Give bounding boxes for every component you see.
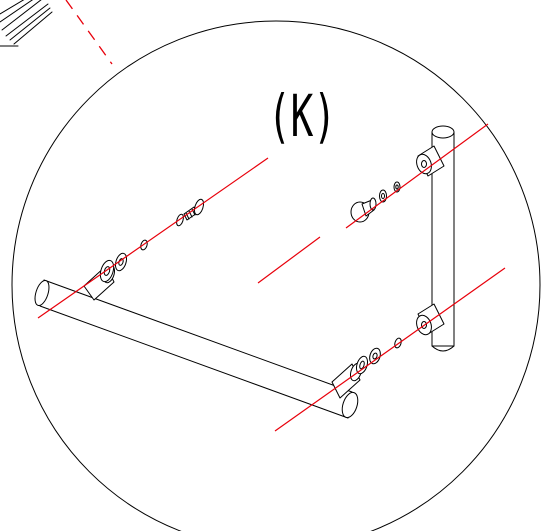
fastener-set-right-upper [350, 181, 401, 223]
detail-leader-line [65, 0, 113, 65]
detail-label: (K) [268, 82, 336, 150]
handle-bar-vertical [416, 125, 455, 352]
fastener-set-left-lower [355, 337, 402, 375]
parent-object-edge [0, 0, 53, 47]
detail-circle [11, 20, 541, 531]
assembly-axis-lines [37, 123, 506, 432]
